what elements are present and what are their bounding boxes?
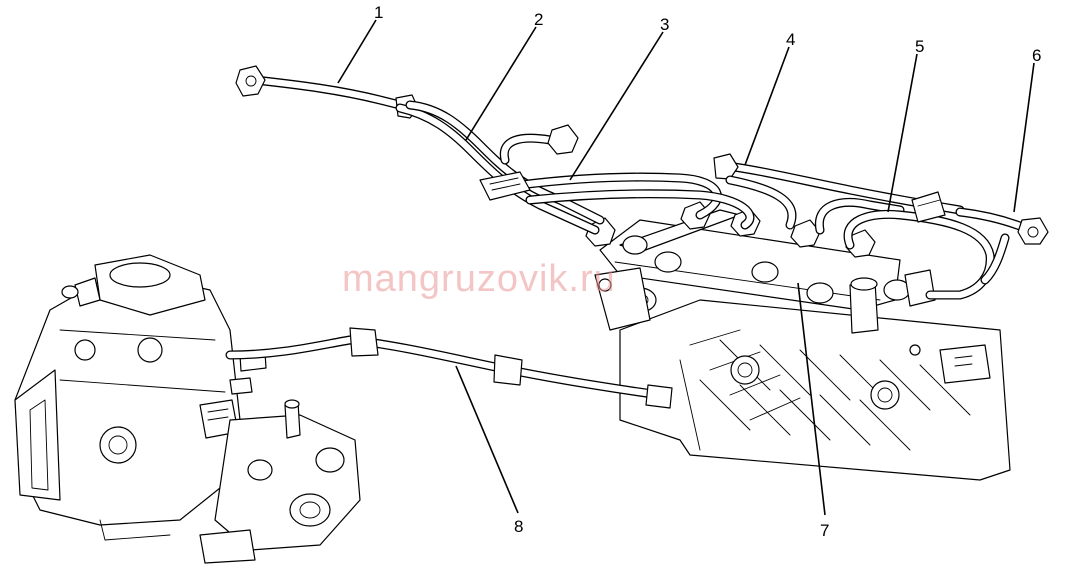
fuel-line-8 <box>225 327 673 409</box>
leader-lines <box>337 19 1035 516</box>
leader-5 <box>887 53 918 213</box>
fuel-rail <box>585 201 936 334</box>
callout-5: 5 <box>915 37 924 56</box>
callout-3: 3 <box>660 15 669 34</box>
hp-line-3 <box>479 124 755 230</box>
callout-7: 7 <box>820 521 829 540</box>
watermark-text: mangruzovik.ru <box>342 258 616 300</box>
injection-pump <box>14 254 361 564</box>
leader-7 <box>797 282 826 516</box>
leader-6 <box>1013 62 1035 213</box>
callout-2: 2 <box>534 10 543 29</box>
callout-labels: 1 2 3 4 5 6 7 8 <box>374 3 1041 540</box>
leader-3 <box>569 31 664 181</box>
hp-line-2 <box>395 100 605 235</box>
callout-8: 8 <box>514 517 523 536</box>
hp-line-1 <box>235 65 419 119</box>
leader-1 <box>337 19 377 84</box>
leader-4 <box>744 46 790 166</box>
leader-2 <box>465 26 537 141</box>
callout-1: 1 <box>374 3 383 22</box>
callout-4: 4 <box>786 30 795 49</box>
leader-8 <box>455 365 519 514</box>
hp-line-6 <box>955 207 1049 285</box>
callout-6: 6 <box>1032 46 1041 65</box>
engine-block <box>619 299 1011 481</box>
